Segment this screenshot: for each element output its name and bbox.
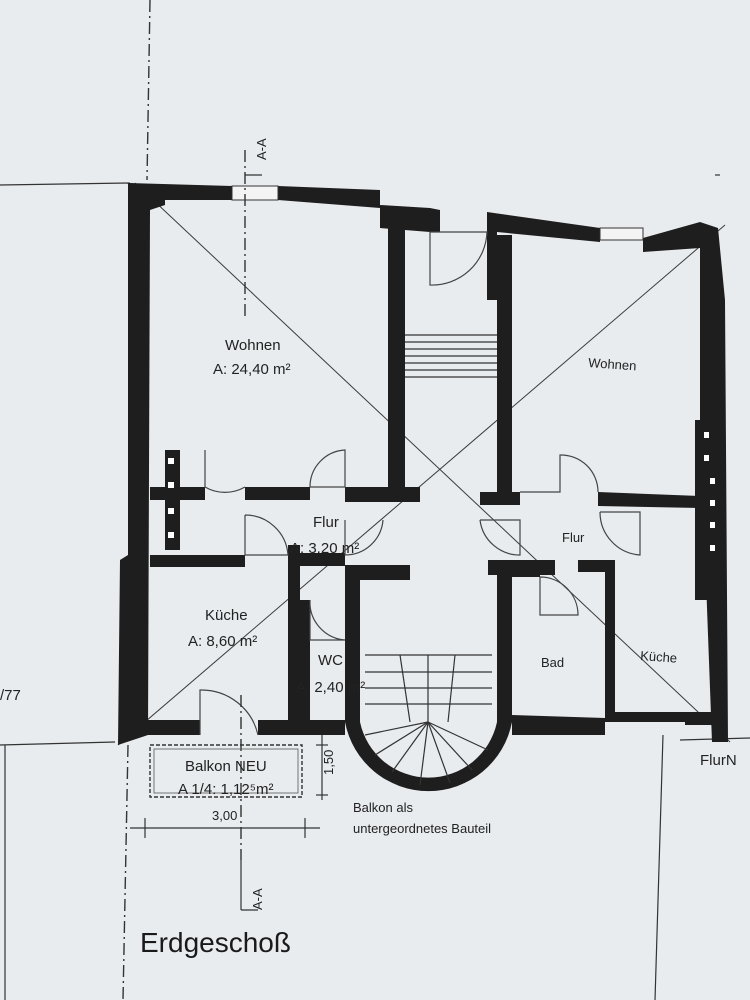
section-line-a-a [240,150,262,911]
area-kueche-left: A: 8,60 m² [188,633,257,650]
label-kueche-left: Küche [205,607,248,624]
area-wc: A: 2,40 m² [296,679,365,696]
margin-text-left: /77 [0,687,21,704]
label-flur-left: Flur [313,514,339,531]
dim-balkon-width: 3,00 [212,808,237,823]
note-balkon-line1: Balkon als [353,800,413,815]
demolition-cross-lines [117,182,731,746]
note-balkon-line2: untergeordnetes Bauteil [353,821,491,836]
section-mark-bottom: A-A [250,888,265,910]
area-balkon: A 1/4: 1,12⁵m² [178,781,273,798]
label-wohnen-right: Wohnen [588,355,637,373]
windows [168,185,715,551]
door-swings [199,231,641,736]
plan-title: Erdgeschoß [140,927,291,958]
area-flur-left: A: 3,20 m² [290,540,359,557]
dim-balkon-depth: 1,50 [321,750,336,775]
balcony-outline [130,735,328,838]
walls [118,183,728,792]
area-wohnen-left: A: 24,40 m² [213,361,291,378]
label-bad: Bad [541,655,564,670]
stair-spiral [364,654,492,786]
stair-straight [405,334,497,378]
label-wc: WC [318,652,343,669]
label-flur-right: Flur [562,530,585,545]
margin-text-right: FlurN [700,752,737,769]
label-kueche-right: Küche [640,648,678,666]
label-balkon: Balkon NEU [185,758,267,775]
section-mark-top: A-A [254,138,269,160]
label-wohnen-left: Wohnen [225,337,281,354]
